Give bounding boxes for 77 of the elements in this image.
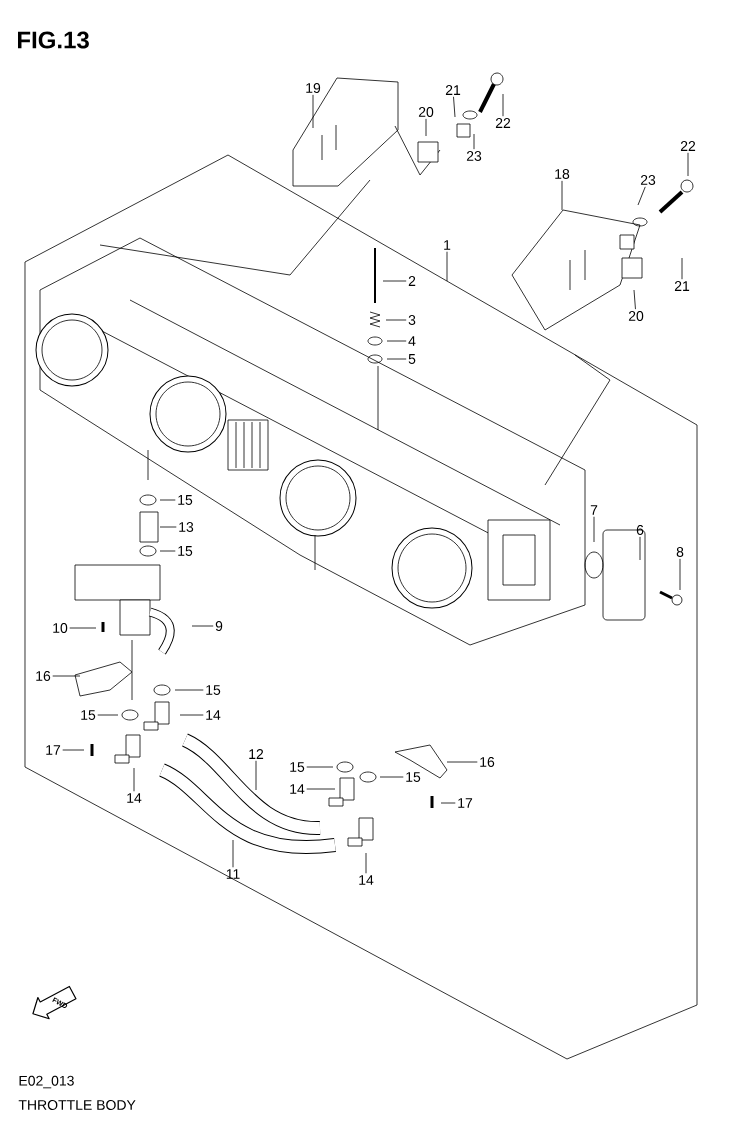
callout-number: 3 — [408, 315, 416, 325]
callout-number: 21 — [445, 85, 461, 95]
callout-number: 23 — [466, 151, 482, 161]
callout-number: 7 — [590, 505, 598, 515]
callout-number: 14 — [359, 875, 374, 885]
callout-number: 12 — [249, 749, 264, 759]
leader-line — [637, 186, 646, 206]
callout-number: 14 — [290, 784, 305, 794]
leader-line — [306, 788, 336, 790]
figure-title: FIG.13 — [18, 31, 89, 49]
callout-number: 20 — [628, 311, 644, 321]
callout-number: 1 — [444, 240, 451, 250]
callout-number: 11 — [226, 869, 240, 879]
leader-line — [97, 714, 119, 716]
callout-number: 23 — [640, 175, 656, 185]
callout-number: 2 — [408, 276, 416, 286]
callout-number: 16 — [36, 671, 51, 681]
leader-line — [159, 526, 177, 528]
callout-number: 15 — [178, 495, 193, 505]
callout-number: 15 — [81, 710, 96, 720]
leader-line — [255, 760, 257, 791]
callout-number: 15 — [290, 762, 305, 772]
leader-line — [232, 839, 234, 868]
leader-line — [69, 627, 97, 629]
leader-line — [425, 118, 427, 137]
callout-number: 17 — [458, 798, 473, 808]
leader-line — [52, 675, 81, 677]
leader-line — [382, 280, 407, 282]
leader-line — [687, 152, 689, 177]
leader-line — [159, 499, 176, 501]
leader-line — [312, 94, 314, 129]
leader-line — [174, 689, 204, 691]
callout-number: 15 — [206, 685, 221, 695]
callout-number: 18 — [555, 169, 570, 179]
leader-line — [639, 536, 641, 561]
leader-line — [179, 714, 204, 716]
leader-line — [365, 852, 367, 874]
leader-line — [159, 550, 176, 552]
callout-number: 15 — [178, 546, 193, 556]
leader-line — [133, 767, 135, 792]
drawing-code: E02_013 — [19, 1075, 74, 1089]
leader-line — [385, 319, 407, 321]
leader-line — [379, 776, 404, 778]
leader-line — [681, 257, 683, 280]
leader-line — [446, 761, 478, 763]
callout-number: 20 — [418, 107, 434, 117]
leader-line — [633, 289, 636, 310]
callout-number: 5 — [408, 354, 416, 364]
leader-line — [386, 340, 407, 342]
callout-number: 19 — [306, 83, 321, 93]
leader-line — [593, 516, 595, 543]
callout-number: 21 — [674, 281, 690, 291]
leader-line — [473, 133, 475, 150]
leader-line — [446, 251, 448, 282]
callout-number: 22 — [495, 118, 511, 128]
caption: THROTTLE BODY — [18, 1100, 136, 1110]
callout-number: 8 — [676, 547, 684, 557]
leader-line — [191, 625, 214, 627]
callout-number: 22 — [680, 141, 696, 151]
callout-number: 4 — [408, 336, 416, 346]
callout-number: 13 — [179, 522, 194, 532]
callout-number: 9 — [215, 621, 223, 631]
callout-number: 17 — [46, 745, 61, 755]
callout-number: 6 — [636, 525, 644, 535]
callout-number: 14 — [206, 710, 221, 720]
leader-line — [679, 558, 681, 591]
leader-line — [386, 358, 407, 360]
leader-line — [502, 93, 504, 117]
leader-line — [440, 802, 456, 804]
leader-line — [306, 766, 334, 768]
leader-line — [453, 96, 456, 118]
callout-number: 14 — [127, 793, 142, 803]
callout-number: 10 — [53, 623, 68, 633]
callout-number: 15 — [406, 772, 421, 782]
leader-line — [62, 749, 85, 751]
leader-line — [561, 180, 563, 211]
callout-number: 16 — [480, 757, 495, 767]
